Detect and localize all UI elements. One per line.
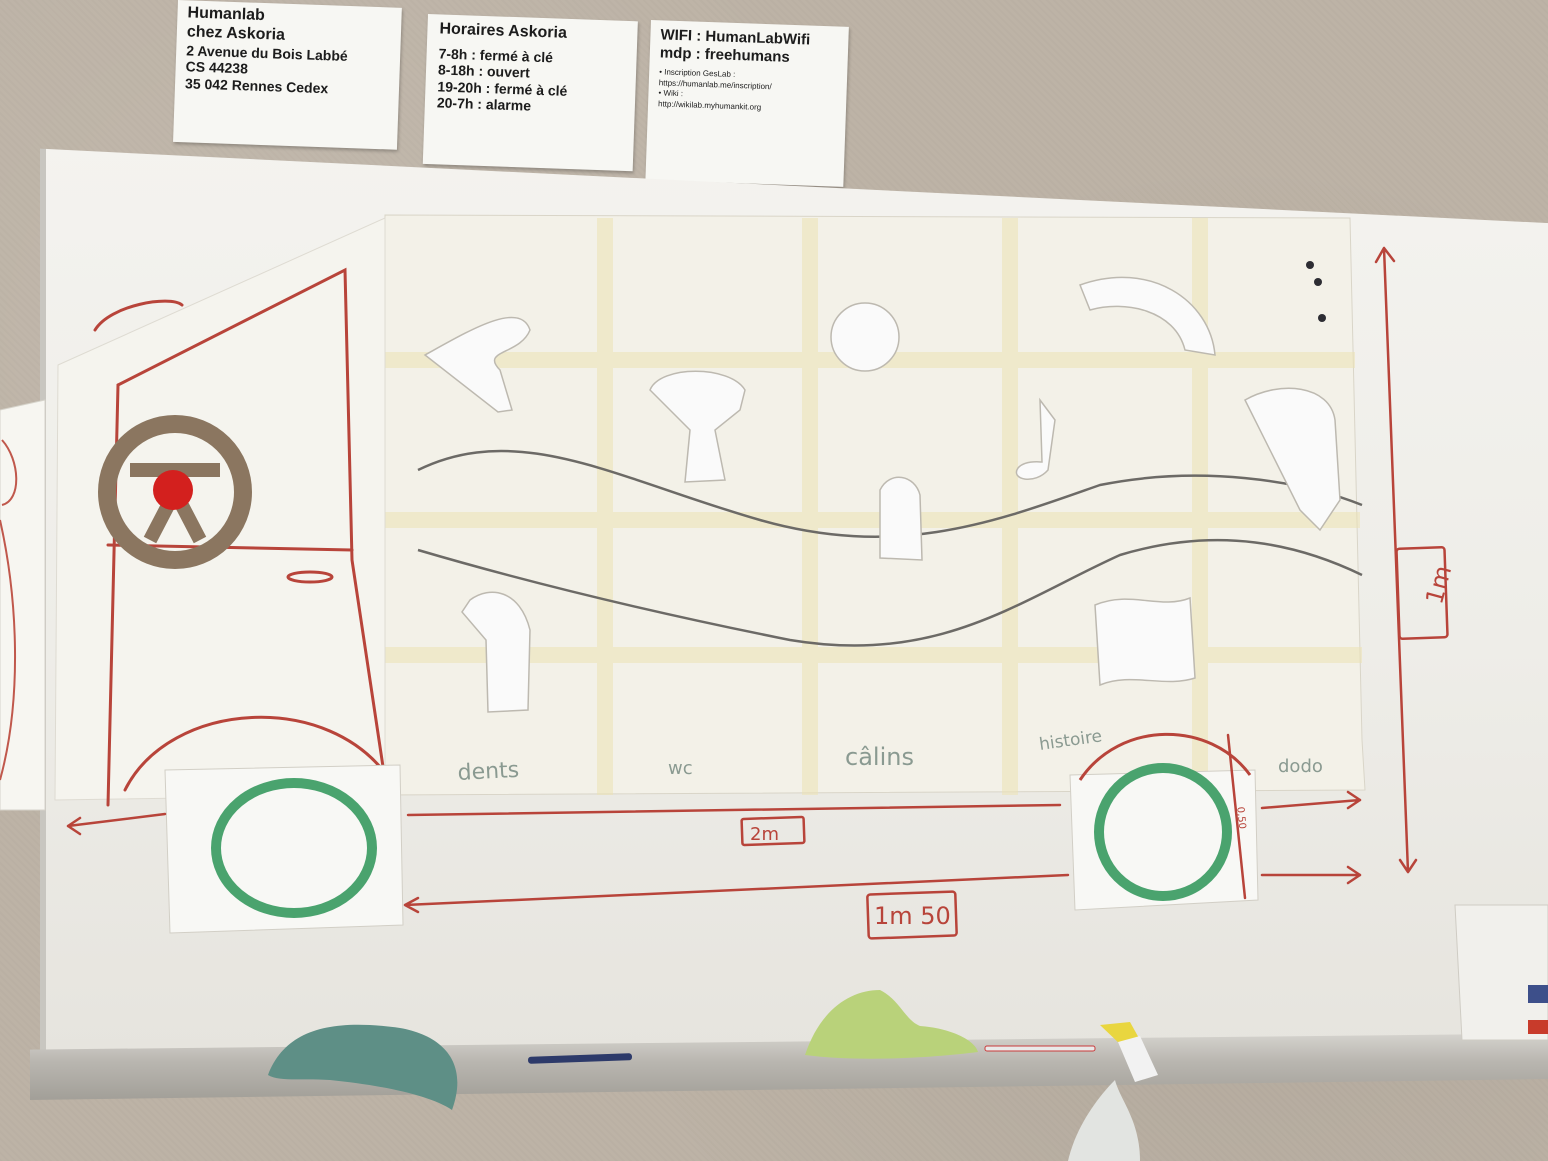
front-wheel-icon (211, 778, 377, 918)
toilet-cutout (649, 370, 746, 483)
left-partial-drawing (0, 439, 18, 781)
label-calins: câlins (845, 743, 914, 771)
rear-wheel-icon (1094, 763, 1232, 901)
hug-cutout (879, 476, 923, 561)
left-partial-sheet (0, 399, 46, 811)
dimension-lines (66, 246, 1449, 940)
calendar-badge (1528, 1020, 1548, 1034)
dimension-1m50: 1m 50 (874, 902, 951, 930)
label-dents: dents (457, 758, 520, 786)
dimension-wheel: 0,50 (1234, 806, 1247, 829)
label-dodo: dodo (1278, 756, 1323, 777)
activity-labels: dents wc câlins histoire dodo (457, 726, 1323, 786)
spray-bottle-icon (1068, 1022, 1158, 1161)
front-wheel-sheet (164, 764, 404, 934)
magnets (1306, 261, 1326, 322)
dimension-1m: 1m (1420, 562, 1457, 607)
paper-sheet (384, 214, 1366, 796)
green-cloth (268, 1024, 458, 1110)
moon-cutout (830, 302, 900, 372)
toothbrush-cutout (423, 316, 531, 413)
person-cutout (461, 591, 531, 713)
marker (528, 1053, 633, 1064)
calendar-sheet (1454, 904, 1548, 1041)
label-wc: wc (668, 758, 693, 779)
calendar-badge (1528, 985, 1548, 1003)
rainbow-cutout (1079, 276, 1216, 356)
rear-wheel-arch (1078, 732, 1252, 781)
music-note-cutout (1015, 397, 1056, 480)
yellow-cloth (805, 990, 978, 1059)
book-cutout (1094, 596, 1196, 687)
child-cutout (1244, 387, 1341, 532)
steering-wheel-icon (98, 415, 252, 569)
dimension-2m: 2m (750, 824, 779, 845)
cutout-figures (423, 276, 1341, 713)
marker (984, 1045, 1096, 1052)
